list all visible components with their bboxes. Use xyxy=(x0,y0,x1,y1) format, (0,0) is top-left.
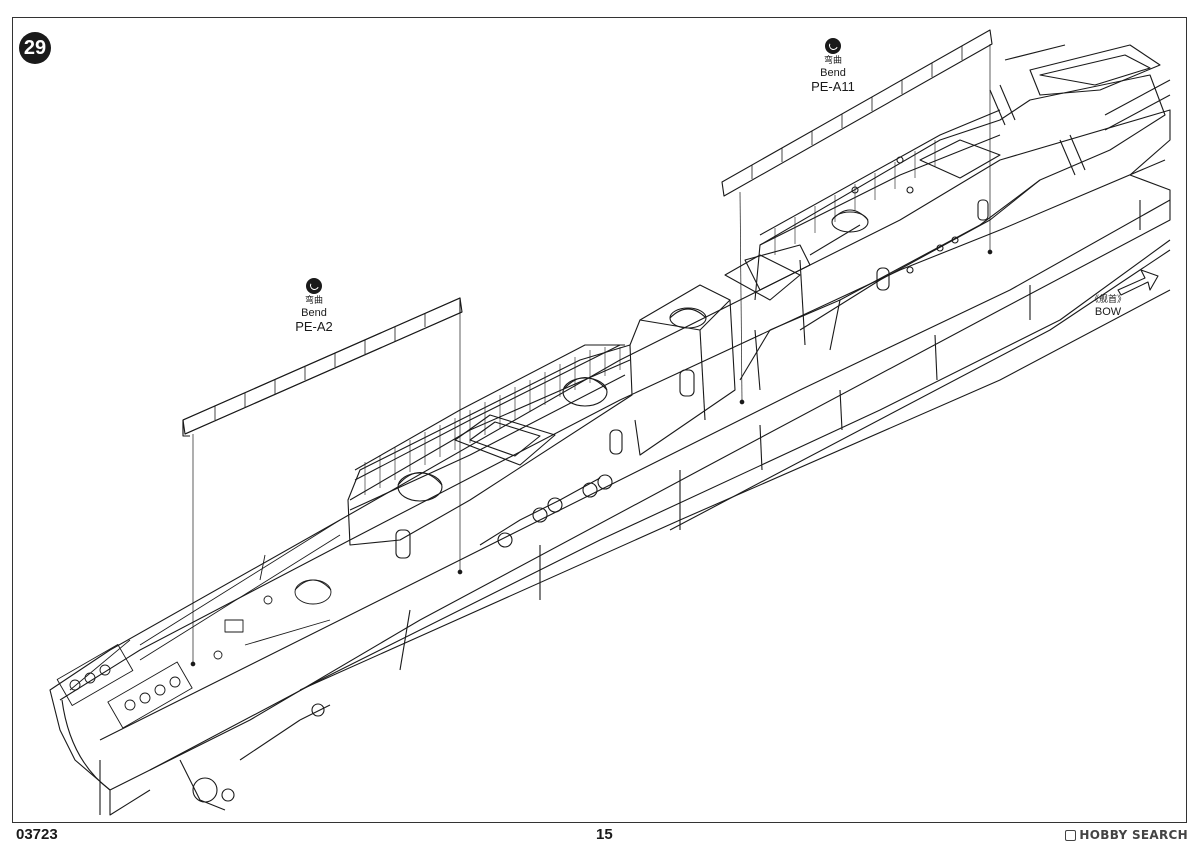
watermark: HOBBY SEARCH xyxy=(1065,828,1188,842)
callout-label-en: Bend xyxy=(820,66,846,79)
pe-a2-railing-strip xyxy=(182,297,463,437)
callout-label-en: Bend xyxy=(301,306,327,319)
callout-part-number: PE-A2 xyxy=(295,318,333,334)
deck-details xyxy=(56,519,341,729)
pe-a11-railing-strip xyxy=(721,29,993,197)
callout-part-number: PE-A11 xyxy=(811,78,855,94)
bow-label-cn: 《舰首》 xyxy=(1090,295,1127,305)
callout-label-cn: 弯曲 xyxy=(823,56,842,66)
page-number: 15 xyxy=(596,826,613,843)
step-number-badge: 29 xyxy=(19,32,51,64)
bend-icon xyxy=(306,278,322,294)
kit-number: 03723 xyxy=(16,826,58,843)
watermark-text: HOBBY SEARCH xyxy=(1079,828,1188,842)
leader-lines xyxy=(190,44,993,667)
callout-label-cn: 弯曲 xyxy=(304,296,323,306)
midship-structure xyxy=(629,224,861,456)
bow-arrow-icon xyxy=(1117,269,1159,296)
hull xyxy=(49,109,1171,816)
watermark-logo-icon xyxy=(1065,830,1077,841)
aft-superstructure xyxy=(347,344,633,559)
forward-superstructure xyxy=(754,44,1171,331)
page-frame xyxy=(12,17,1187,823)
bow-label-en: BOW xyxy=(1094,305,1122,318)
bow-direction-label: 《舰首》 BOW xyxy=(1090,295,1127,318)
bend-icon xyxy=(825,38,841,54)
callout-pe-a2: 弯曲 Bend PE-A2 xyxy=(282,278,346,334)
callout-pe-a11: 弯曲 Bend PE-A11 xyxy=(801,38,865,94)
